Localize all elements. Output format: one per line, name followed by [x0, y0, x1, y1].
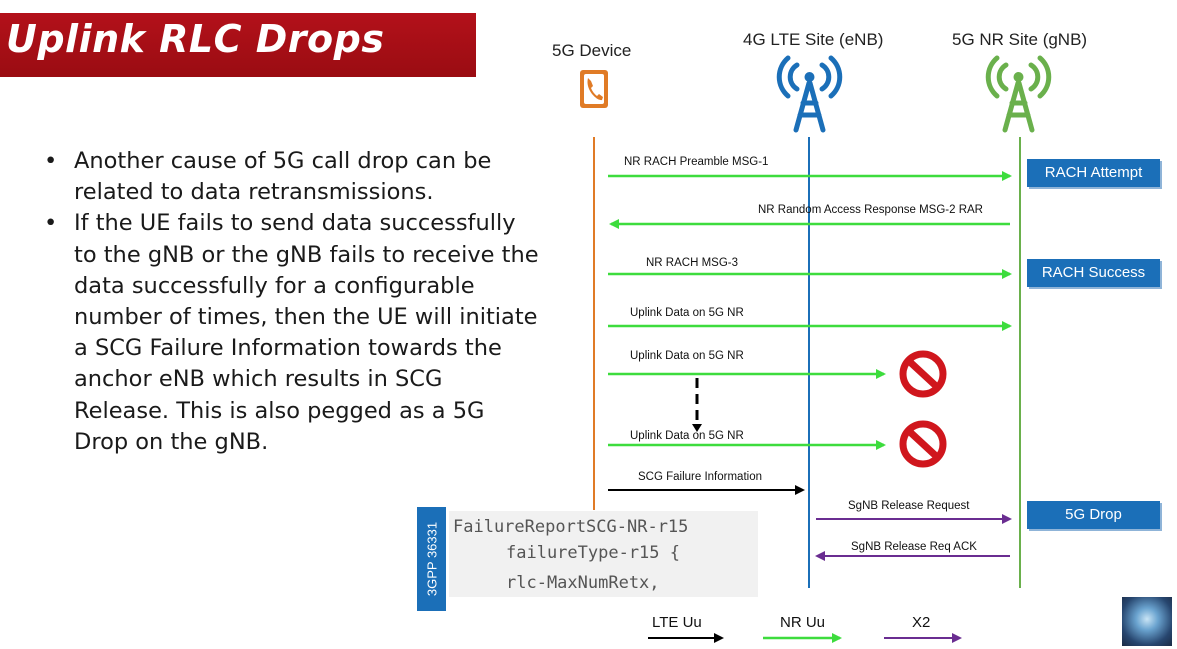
status-rach-success: RACH Success	[1027, 259, 1160, 287]
page-title: Uplink RLC Drops	[6, 17, 385, 61]
device-label: 5G Device	[552, 41, 632, 60]
msg-label-6: Uplink Data on 5G NR	[630, 430, 744, 442]
spec-tab-label: 3GPP 36331	[424, 521, 439, 597]
no-entry-icon	[899, 420, 947, 468]
msg-label-7: SCG Failure Information	[638, 471, 762, 483]
retransmission-dashes	[692, 378, 702, 432]
spec-line-2: failureType-r15 {	[506, 543, 680, 563]
msg-label-5: Uplink Data on 5G NR	[630, 350, 744, 362]
spec-line-3: rlc-MaxNumRetx,	[506, 573, 660, 593]
enb-label: 4G LTE Site (eNB)	[743, 30, 884, 49]
antenna-tower-icon	[776, 55, 843, 133]
status-5g-drop: 5G Drop	[1027, 501, 1160, 529]
spec-tab: 3GPP 36331	[417, 507, 446, 611]
phone-icon	[580, 70, 608, 108]
legend-x2-label: X2	[912, 614, 931, 631]
msg-label-9: SgNB Release Req ACK	[851, 541, 977, 553]
bullet-list: •Another cause of 5G call drop can be re…	[44, 146, 544, 458]
msg-label-8: SgNB Release Request	[848, 500, 970, 512]
msg-label-3: NR RACH MSG-3	[646, 257, 739, 269]
legend-lte-label: LTE Uu	[652, 614, 702, 631]
title-banner: Uplink RLC Drops	[0, 13, 476, 77]
spec-code-box	[449, 511, 758, 597]
gnb-label: 5G NR Site (gNB)	[952, 30, 1088, 49]
msg-label-2: NR Random Access Response MSG-2 RAR	[758, 204, 983, 216]
msg-label-1: NR RACH Preamble MSG-1	[624, 156, 769, 168]
msg-label-4: Uplink Data on 5G NR	[630, 307, 744, 319]
bullet-item: •If the UE fails to send data successful…	[44, 210, 539, 455]
spec-line-1: FailureReportSCG-NR-r15	[453, 517, 689, 537]
logo-thumbnail	[1122, 597, 1172, 646]
no-entry-icon	[899, 350, 947, 398]
legend-nr-label: NR Uu	[780, 614, 826, 631]
antenna-tower-icon	[985, 55, 1052, 133]
status-rach-attempt: RACH Attempt	[1027, 159, 1160, 187]
bullet-item: •Another cause of 5G call drop can be re…	[44, 148, 492, 206]
